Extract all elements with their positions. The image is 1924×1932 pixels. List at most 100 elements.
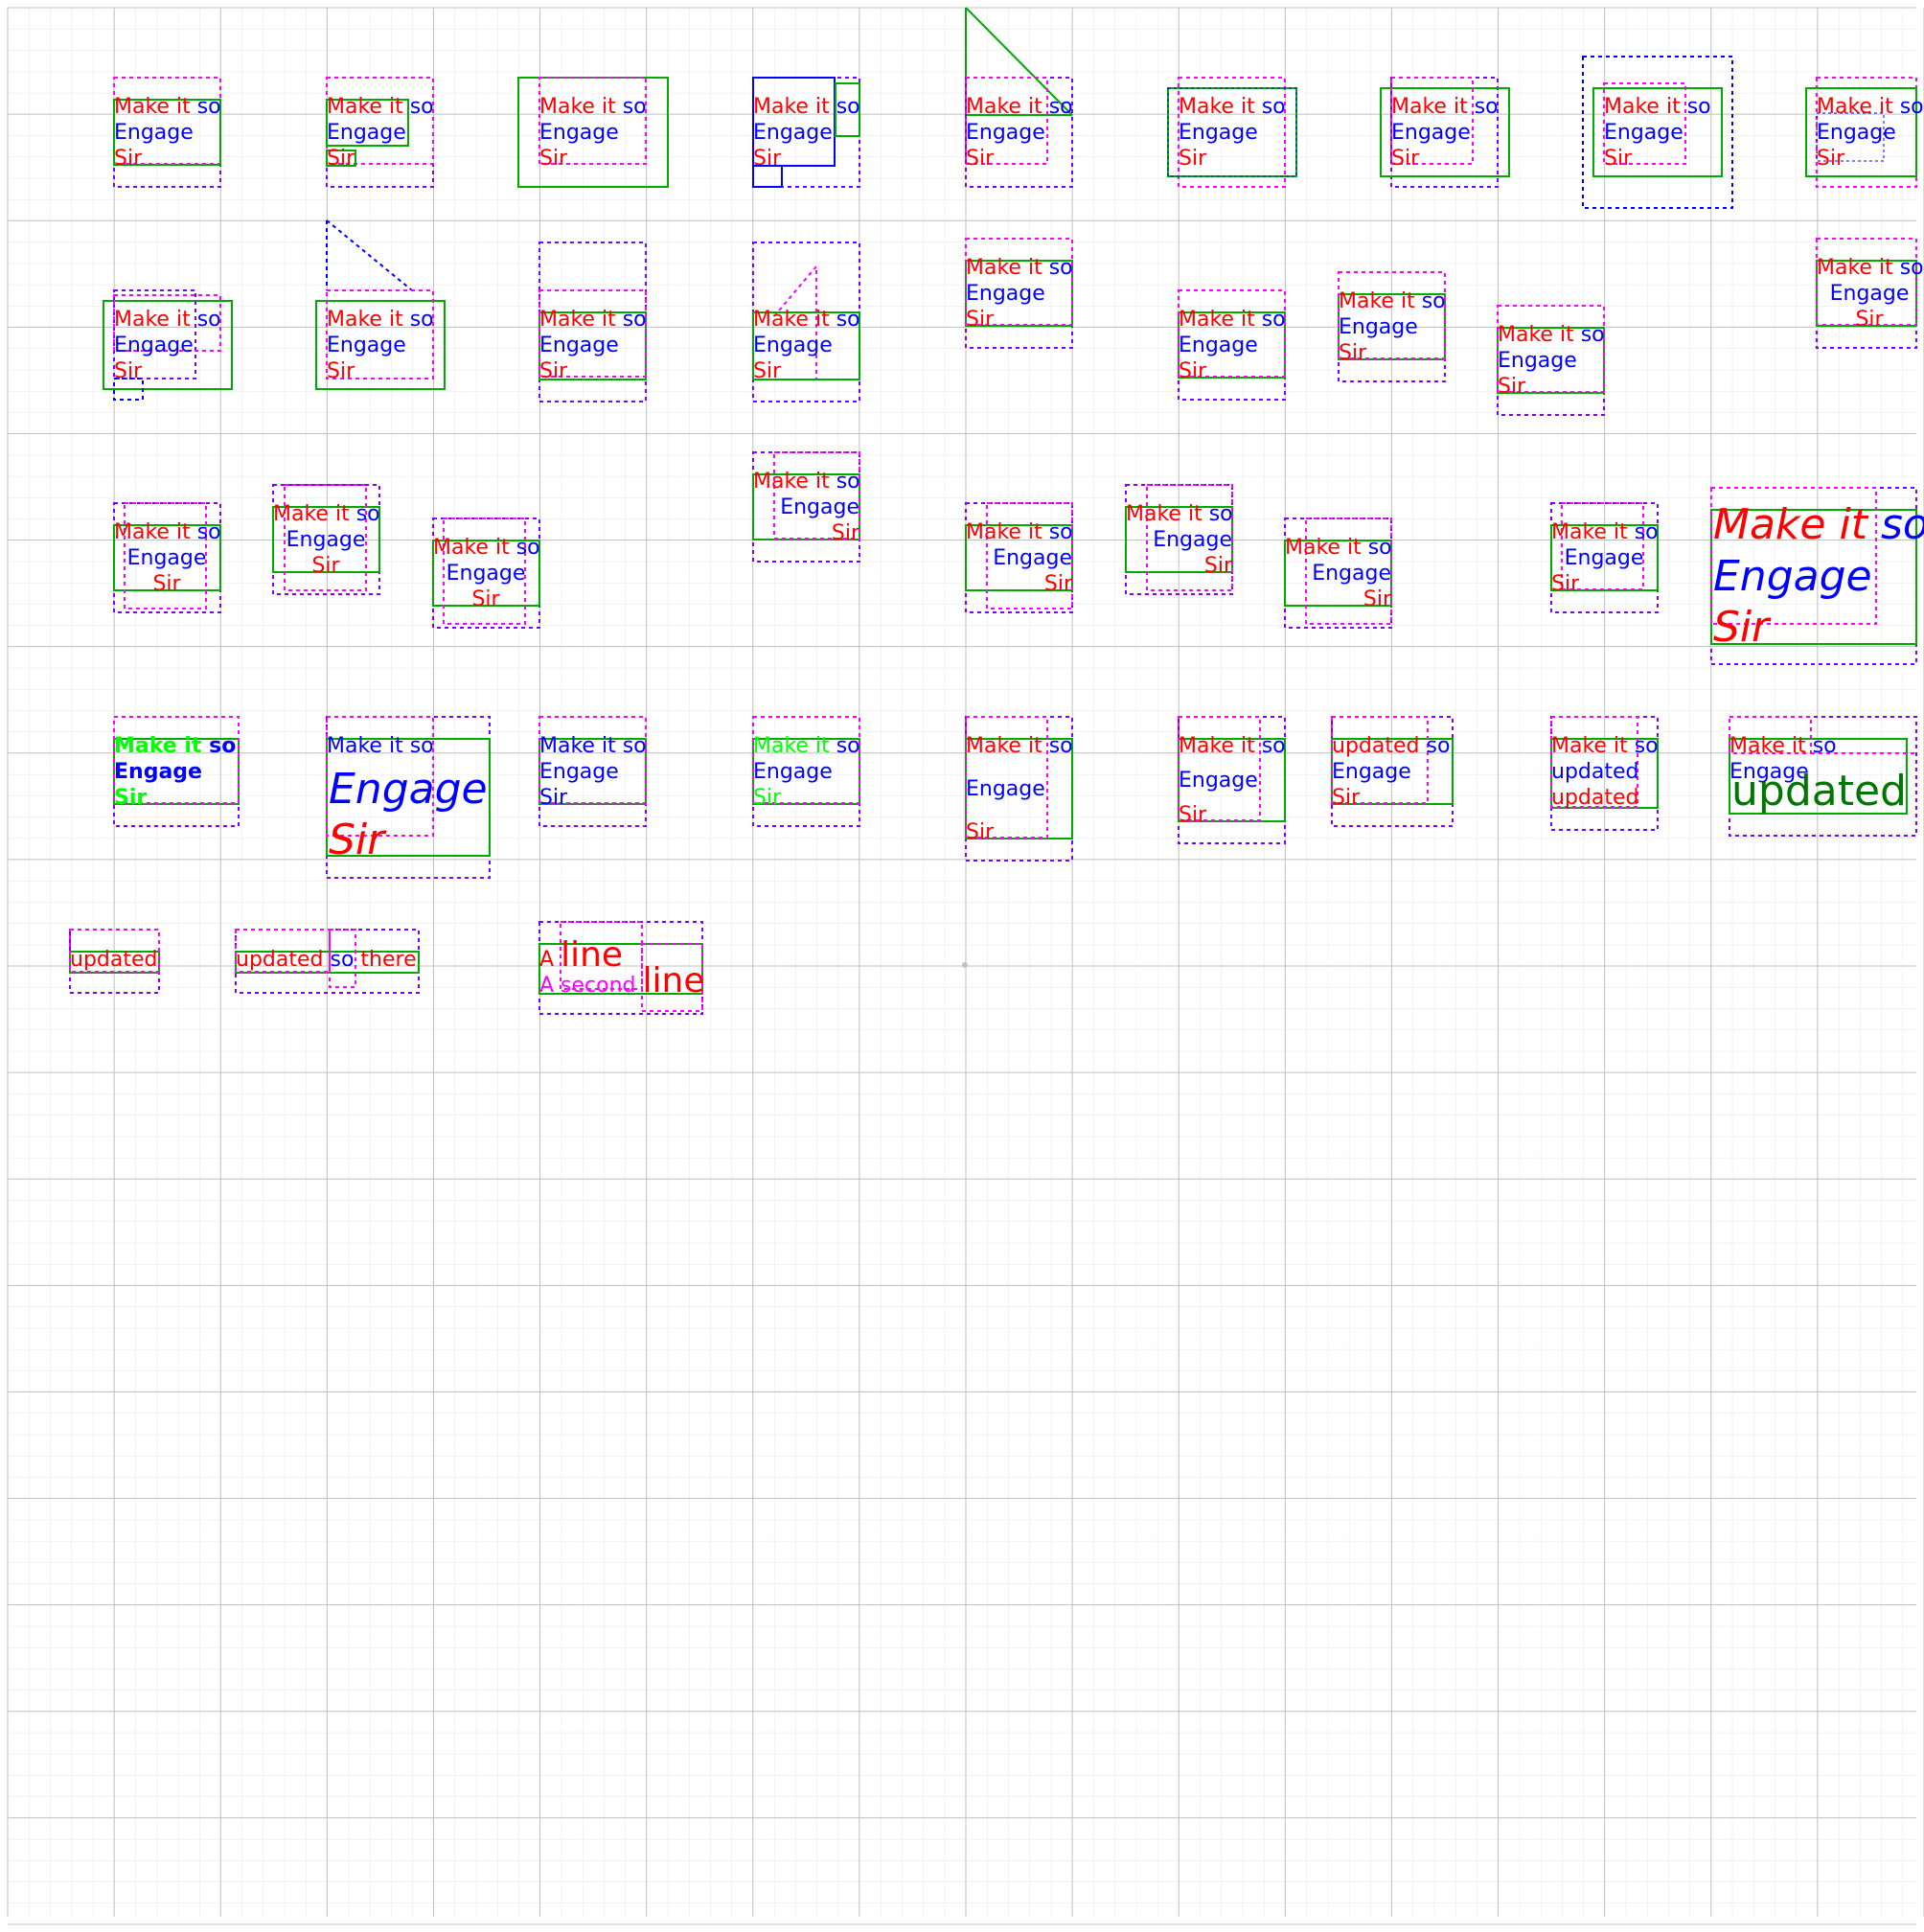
svg-text:Make it so: Make it so [753,308,860,332]
svg-text:Make it so: Make it so [966,520,1073,544]
word-engage: Engage [114,121,194,145]
svg-text:Make it so: Make it so [1551,520,1659,544]
word-so: so [836,470,860,494]
word-it: it [815,308,830,332]
word-it: it [335,502,350,526]
cell-r3-c4: Make it so Engage Sir [752,451,860,563]
center-dot [962,962,968,968]
cell-r3-c7: Make it so Engage Sir [1284,518,1392,629]
word-it: it [1666,95,1681,119]
word-engage: Engage [327,121,406,145]
word-there: there [360,948,416,972]
word-so: so [1813,734,1837,758]
word-so: so [1262,308,1286,332]
word-so: so [1635,734,1659,758]
svg-text:Make it so: Make it so [539,734,647,758]
word-make: Make [539,734,595,758]
svg-text:Make it so: Make it so [753,734,860,758]
cell-r1-c8: Make it so Engage Sir [1582,56,1733,209]
cell-r1-c1: Make it so Engage Sir [113,77,221,188]
svg-text:Make it so: Make it so [114,95,221,119]
word-so: so [836,308,860,332]
word-sir: Sir [327,359,355,383]
svg-text:Make it so: Make it so [1179,308,1286,332]
word-sir: Sir [1179,147,1207,171]
word-sir: Sir [114,359,143,383]
word-make: Make [327,95,382,119]
word-a-second: A second [539,974,636,998]
word-make: Make [1285,536,1340,560]
word-make: Make [1817,256,1872,280]
cell-r2-c4: Make it so Engage Sir [752,242,860,402]
word-it: it [602,95,616,119]
word-sir: Sir [1855,308,1884,332]
word-so: so [1687,95,1711,119]
word-it: it [1560,323,1574,347]
svg-text:updated so: updated so [1332,734,1450,758]
word-so: so [356,502,380,526]
svg-text:Make it so: Make it so [1339,289,1446,313]
cell-r2-c8: Make it so Engage Sir [1497,305,1605,416]
cell-r3-c1: Make it so Engage Sir [113,502,221,613]
svg-text:Make it so: Make it so [1604,95,1711,119]
word-make: Make [433,536,489,560]
word-line: line [643,961,705,1000]
svg-text:Make it so: Make it so [273,502,380,526]
word-sir: Sir [1391,147,1420,171]
word-updated: updated [1551,786,1638,810]
cell-r1-c7: Make it so Engage Sir [1380,77,1510,188]
word-sir: Sir [1044,572,1073,596]
word-engage: Engage [1332,760,1411,784]
word-so: so [330,948,354,972]
word-engage: Engage [539,334,619,357]
word-engage: Engage [966,121,1045,145]
svg-text:Make it so: Make it so [114,308,221,332]
word-it: it [1028,95,1042,119]
word-make: Make [114,520,170,544]
word-sir: Sir [539,359,568,383]
word-sir: Sir [832,521,860,545]
cell-r2-c5: Make it so Engage Sir [965,238,1073,349]
word-engage: Engage [753,760,833,784]
word-make: Make [1179,95,1234,119]
svg-text:Make it so: Make it so [539,308,647,332]
word-engage: Engage [1153,528,1232,552]
word-it: it [1028,256,1042,280]
cell-r3-c8: Make it so Engage Sir [1550,502,1659,613]
word-engage: Engage [286,528,366,552]
cell-r4-c8: Make it so updated updated [1550,716,1659,831]
word-sir: Sir [1363,587,1392,611]
svg-text:Make it so: Make it so [1729,734,1837,758]
word-so: so [410,95,434,119]
cell-r3-c5: Make it so Engage Sir [965,502,1073,613]
word-make: Make [1729,734,1785,758]
word-sir: Sir [327,147,355,171]
word-make: Make [1339,289,1394,313]
word-it: it [1401,289,1415,313]
cell-r1-c3: Make it so Engage Sir [517,77,669,188]
svg-text:Make it so: Make it so [966,95,1073,119]
word-sir: Sir [753,359,782,383]
word-sir: Sir [114,786,147,810]
word-engage: Engage [127,546,207,570]
word-it: it [1241,734,1255,758]
word-engage: Engage [447,562,526,586]
word-make: Make [114,308,170,332]
word-engage: Engage [753,121,833,145]
word-engage: Engage [327,334,406,357]
word-so: so [1426,734,1450,758]
svg-text:Make it so: Make it so [1817,256,1924,280]
cell-r3-c6: Make it so Engage Sir [1125,484,1233,595]
word-sir: Sir [1604,147,1633,171]
word-make: Make [753,470,809,494]
word-updated: updated [1551,760,1638,784]
word-it: it [1879,95,1893,119]
word-make: Make [539,95,595,119]
word-it: it [602,734,616,758]
svg-text:Make it so: Make it so [753,95,860,119]
word-make: Make [966,520,1021,544]
word-sir: Sir [1713,603,1772,652]
word-make: Make [1713,500,1825,549]
